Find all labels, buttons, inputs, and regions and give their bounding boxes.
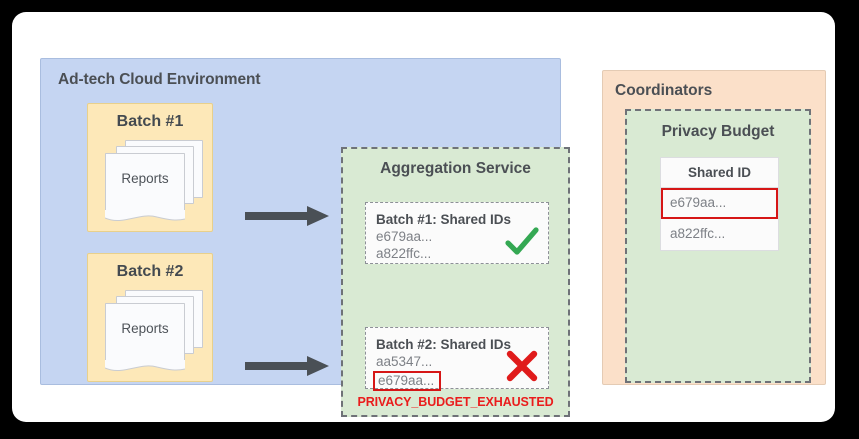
report-doc-front: Reports — [105, 303, 185, 372]
shared-id-row-1: a822ffc... — [661, 219, 778, 250]
privacy-budget-error-message: PRIVACY_BUDGET_EXHAUSTED — [357, 395, 554, 409]
privacy-budget-box: Privacy Budget Shared ID e679aa... a822f… — [625, 109, 811, 383]
right-arrow-icon-2 — [245, 356, 329, 376]
red-x-icon — [506, 350, 538, 382]
shared-id-table-header: Shared ID — [661, 158, 778, 188]
adtech-cloud-environment-panel: Ad-tech Cloud Environment Batch #1 Repor… — [40, 58, 570, 417]
shared-id-row-0: e679aa... — [661, 188, 778, 219]
batch-box-2: Batch #2 Reports — [87, 253, 213, 382]
batch-card-1-id-0: e679aa... — [376, 229, 433, 244]
batch-card-2-id-1-highlighted: e679aa... — [373, 371, 442, 391]
right-arrow-icon-1 — [245, 206, 329, 226]
aggregation-service-title: Aggregation Service — [380, 160, 531, 177]
reports-stack-1: Reports — [105, 140, 203, 222]
batch-box-1-title: Batch #1 — [116, 113, 184, 130]
document-wave-icon — [105, 210, 185, 222]
reports-stack-2: Reports — [105, 290, 203, 372]
coordinators-panel-title: Coordinators — [615, 82, 713, 99]
report-doc-label-1: Reports — [121, 171, 169, 186]
adtech-panel-title: Ad-tech Cloud Environment — [58, 71, 261, 88]
shared-id-table: Shared ID e679aa... a822ffc... — [660, 157, 779, 251]
coordinators-panel: Coordinators Privacy Budget Shared ID e6… — [602, 70, 826, 385]
privacy-budget-title: Privacy Budget — [661, 123, 775, 140]
batch-box-1: Batch #1 Reports — [87, 103, 213, 232]
aggregation-service-box: Aggregation Service Batch #1: Shared IDs… — [341, 147, 570, 417]
batch-card-2-id-0: aa5347... — [376, 354, 433, 369]
report-doc-front: Reports — [105, 153, 185, 222]
diagram-canvas: Ad-tech Cloud Environment Batch #1 Repor… — [12, 12, 835, 422]
report-doc-label-2: Reports — [121, 321, 169, 336]
document-wave-icon — [105, 360, 185, 372]
batch-box-2-title: Batch #2 — [116, 263, 184, 280]
aggregation-batch-card-1: Batch #1: Shared IDs e679aa... a822ffc..… — [365, 202, 549, 264]
batch-card-2-heading: Batch #2: Shared IDs — [376, 337, 512, 352]
batch-card-1-heading: Batch #1: Shared IDs — [376, 212, 512, 227]
batch-card-1-id-1: a822ffc... — [376, 246, 432, 261]
aggregation-batch-card-2: Batch #2: Shared IDs aa5347... e679aa... — [365, 327, 549, 391]
green-check-icon — [505, 227, 539, 255]
